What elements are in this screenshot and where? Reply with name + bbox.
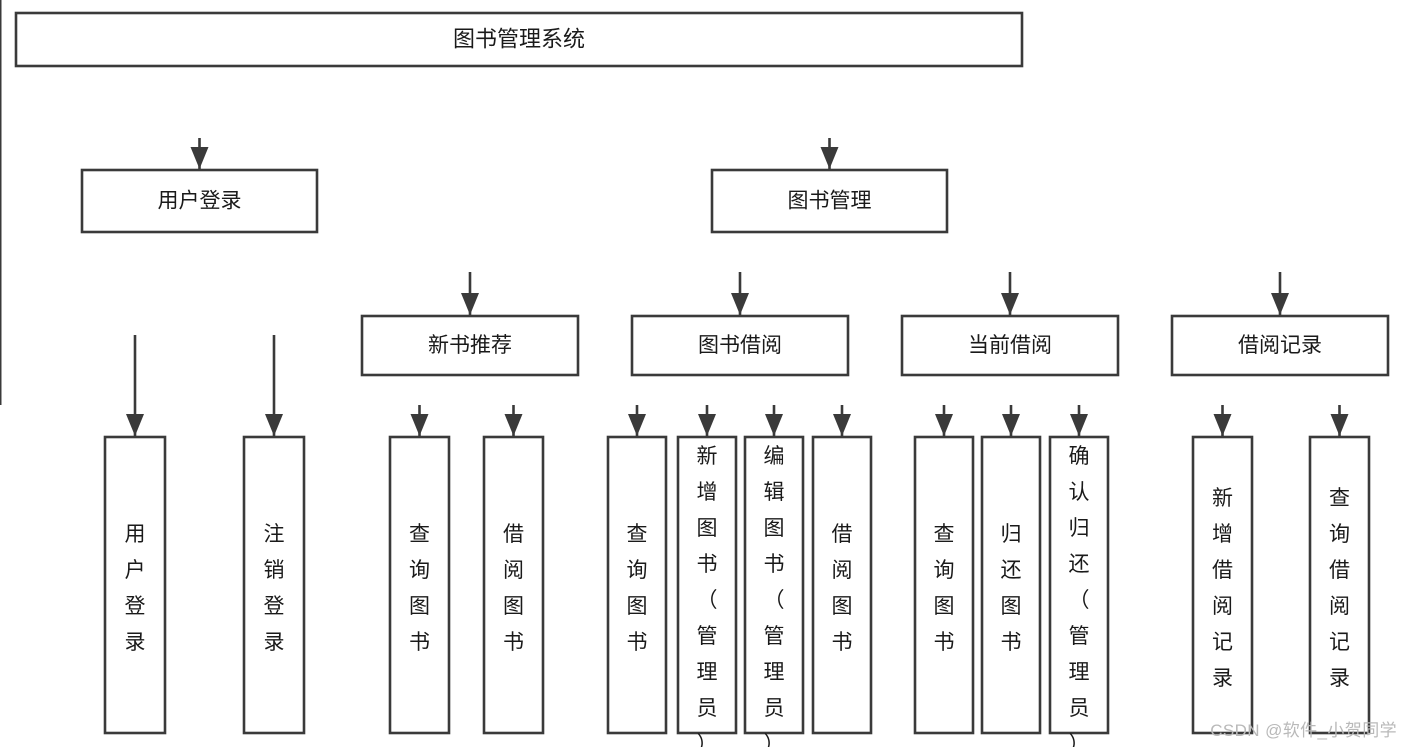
node-label-user-login: 用户登录 bbox=[158, 190, 242, 213]
node-box-records-add-record[interactable] bbox=[1191, 435, 1254, 735]
node-label-new-book-recommend: 新书推荐 bbox=[428, 334, 512, 357]
node-records-add-record[interactable]: 新增借阅记录 bbox=[1191, 435, 1254, 735]
node-box-borrow-query-book[interactable] bbox=[606, 435, 668, 735]
node-box-book-management[interactable] bbox=[710, 168, 949, 234]
book-management-arrow-3 bbox=[1271, 293, 1289, 315]
node-label-borrow-edit-book-admin: 编辑图书（管理员） bbox=[764, 445, 785, 747]
node-borrow-edit-book-admin[interactable]: 编辑图书（管理员） bbox=[743, 435, 805, 752]
book-borrow-arrow-1 bbox=[698, 414, 716, 436]
current-borrow-arrow-0 bbox=[935, 414, 953, 436]
node-box-book-borrow[interactable] bbox=[630, 314, 850, 377]
book-management-arrow-2 bbox=[1001, 293, 1019, 315]
node-box-borrow-borrow-book[interactable] bbox=[811, 435, 873, 735]
node-current-return-book[interactable]: 归还图书 bbox=[980, 435, 1042, 735]
borrow-records-arrow-0 bbox=[1213, 414, 1232, 436]
book-borrow-arrow-3 bbox=[833, 414, 851, 436]
book-borrow-arrow-2 bbox=[765, 414, 783, 436]
node-box-user-login[interactable] bbox=[80, 168, 319, 234]
node-layer: 图书管理系统用户登录用户登录注销登录图书管理新书推荐查询图书借阅图书图书借阅查询… bbox=[14, 11, 1390, 752]
node-box-borrow-records[interactable] bbox=[1170, 314, 1390, 377]
node-label-book-management: 图书管理 bbox=[788, 190, 872, 213]
node-new-book-recommend[interactable]: 新书推荐 bbox=[360, 314, 580, 377]
node-box-current-return-book[interactable] bbox=[980, 435, 1042, 735]
node-label-current-confirm-return-admin: 确认归还（管理员） bbox=[1069, 445, 1090, 747]
current-borrow-arrow-2 bbox=[1070, 414, 1088, 436]
node-label-current-query-book: 查询图书 bbox=[934, 523, 955, 654]
node-current-query-book[interactable]: 查询图书 bbox=[913, 435, 975, 735]
new-book-recommend-arrow-0 bbox=[410, 414, 429, 436]
node-box-current-confirm-return-admin[interactable] bbox=[1048, 435, 1110, 735]
node-label-user-logout-leaf: 注销登录 bbox=[264, 523, 285, 654]
node-label-book-borrow: 图书借阅 bbox=[698, 334, 782, 357]
node-label-borrow-borrow-book: 借阅图书 bbox=[832, 523, 853, 654]
node-box-new-book-recommend[interactable] bbox=[360, 314, 580, 377]
node-box-current-query-book[interactable] bbox=[913, 435, 975, 735]
node-box-user-login-leaf[interactable] bbox=[103, 435, 167, 735]
node-records-query-record[interactable]: 查询借阅记录 bbox=[1308, 435, 1371, 735]
node-label-records-query-record: 查询借阅记录 bbox=[1329, 487, 1350, 690]
new-book-recommend-arrow-1 bbox=[504, 414, 523, 436]
node-box-recommend-borrow-book[interactable] bbox=[482, 435, 545, 735]
node-label-recommend-query-book: 查询图书 bbox=[409, 523, 430, 654]
node-borrow-borrow-book[interactable]: 借阅图书 bbox=[811, 435, 873, 735]
node-root[interactable]: 图书管理系统 bbox=[14, 11, 1024, 68]
node-box-recommend-query-book[interactable] bbox=[388, 435, 451, 735]
book-borrow-arrow-0 bbox=[628, 414, 646, 436]
node-box-user-logout-leaf[interactable] bbox=[242, 435, 306, 735]
node-current-confirm-return-admin[interactable]: 确认归还（管理员） bbox=[1048, 435, 1110, 752]
node-user-logout-leaf[interactable]: 注销登录 bbox=[242, 435, 306, 735]
csdn-watermark: CSDN @软件_小贺同学 bbox=[1210, 721, 1397, 740]
node-current-borrow[interactable]: 当前借阅 bbox=[900, 314, 1120, 377]
node-box-borrow-add-book-admin[interactable] bbox=[676, 435, 738, 735]
node-box-records-query-record[interactable] bbox=[1308, 435, 1371, 735]
node-label-current-return-book: 归还图书 bbox=[1001, 523, 1022, 654]
borrow-records-arrow-1 bbox=[1330, 414, 1349, 436]
book-management-arrow-0 bbox=[461, 293, 479, 315]
node-user-login[interactable]: 用户登录 bbox=[80, 168, 319, 234]
root-arrow-1 bbox=[820, 147, 839, 169]
node-borrow-add-book-admin[interactable]: 新增图书（管理员） bbox=[676, 435, 738, 752]
root-arrow-0 bbox=[190, 147, 209, 169]
connector-layer bbox=[0, 0, 1349, 436]
node-box-current-borrow[interactable] bbox=[900, 314, 1120, 377]
node-book-borrow[interactable]: 图书借阅 bbox=[630, 314, 850, 377]
node-label-user-login-leaf: 用户登录 bbox=[125, 523, 146, 654]
book-management-arrow-1 bbox=[731, 293, 749, 315]
node-borrow-query-book[interactable]: 查询图书 bbox=[606, 435, 668, 735]
node-label-recommend-borrow-book: 借阅图书 bbox=[503, 523, 524, 654]
node-label-root: 图书管理系统 bbox=[453, 26, 585, 51]
node-book-management[interactable]: 图书管理 bbox=[710, 168, 949, 234]
node-label-current-borrow: 当前借阅 bbox=[968, 334, 1052, 357]
node-label-borrow-query-book: 查询图书 bbox=[627, 523, 648, 654]
node-borrow-records[interactable]: 借阅记录 bbox=[1170, 314, 1390, 377]
user-login-arrow-0 bbox=[126, 414, 144, 436]
node-box-root[interactable] bbox=[14, 11, 1024, 68]
node-recommend-borrow-book[interactable]: 借阅图书 bbox=[482, 435, 545, 735]
node-label-borrow-add-book-admin: 新增图书（管理员） bbox=[697, 445, 718, 747]
node-user-login-leaf[interactable]: 用户登录 bbox=[103, 435, 167, 735]
user-login-arrow-1 bbox=[265, 414, 283, 436]
current-borrow-arrow-1 bbox=[1002, 414, 1020, 436]
node-label-records-add-record: 新增借阅记录 bbox=[1212, 487, 1233, 690]
node-box-borrow-edit-book-admin[interactable] bbox=[743, 435, 805, 735]
node-recommend-query-book[interactable]: 查询图书 bbox=[388, 435, 451, 735]
node-label-borrow-records: 借阅记录 bbox=[1238, 334, 1322, 357]
